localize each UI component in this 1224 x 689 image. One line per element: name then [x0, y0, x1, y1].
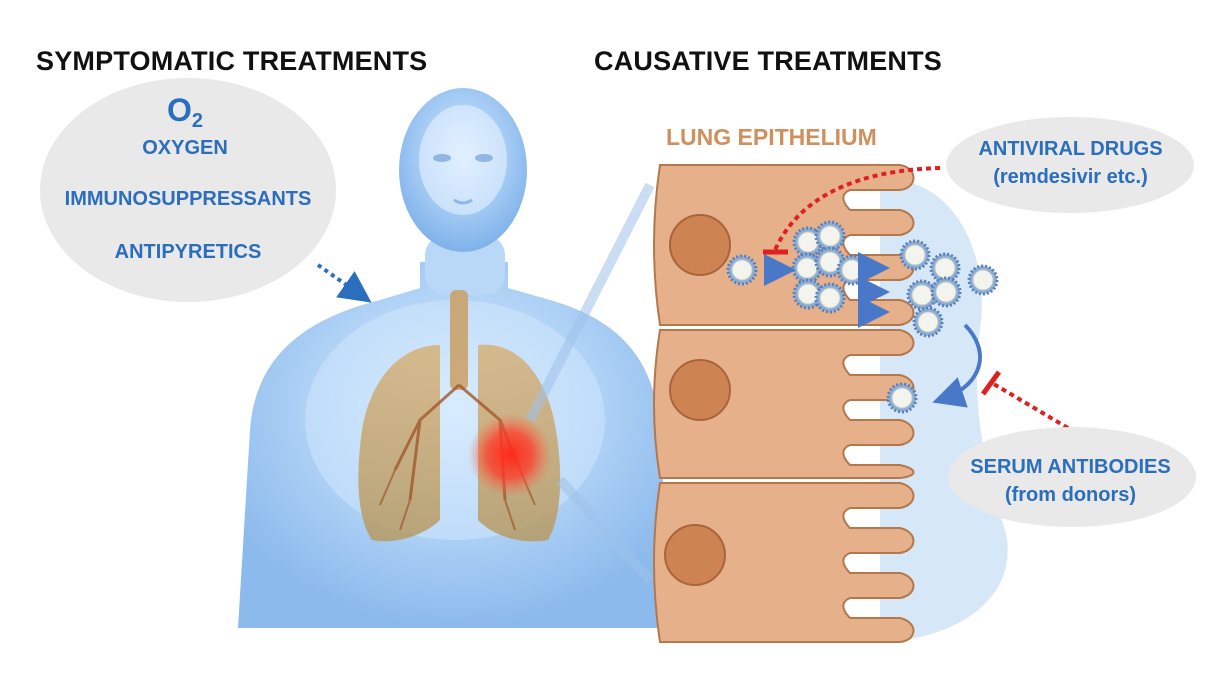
lungs — [358, 290, 561, 542]
replication-arrows — [764, 252, 982, 408]
antiviral-inhibition — [773, 166, 941, 251]
virion-released — [886, 382, 918, 414]
serum-bubble — [948, 427, 1196, 527]
virion-entering — [726, 254, 758, 286]
oxygen-label: OXYGEN — [142, 137, 228, 159]
epithelial-cell-3 — [653, 482, 915, 643]
symptomatic-arrow — [316, 263, 372, 303]
antiviral-drugs-label: ANTIVIRAL DRUGS — [978, 138, 1163, 160]
antiviral-bubble — [946, 117, 1194, 213]
lung-epithelium-label: LUNG EPITHELIUM — [666, 124, 877, 150]
serum-antibodies-label: SERUM ANTIBODIES — [970, 456, 1171, 478]
antipyretics-label: ANTIPYRETICS — [114, 241, 262, 263]
epithelial-cell-1 — [653, 164, 915, 326]
causative-title: CAUSATIVE TREATMENTS — [594, 46, 942, 76]
inflammation-spot — [468, 413, 552, 497]
antiviral-drugs-example: (remdesivir etc.) — [993, 166, 1148, 188]
epithelial-cell-2 — [653, 329, 915, 479]
o2-symbol: O2 — [166, 92, 203, 132]
symptomatic-title: SYMPTOMATIC TREATMENTS — [36, 46, 428, 76]
zoom-projection — [525, 182, 655, 584]
immunosuppressants-label: IMMUNOSUPPRESSANTS — [64, 188, 312, 210]
symptomatic-bubble — [40, 78, 336, 302]
antibody-inhibition — [990, 381, 1070, 430]
serum-antibodies-source: (from donors) — [1004, 484, 1137, 506]
inhibition-lines — [763, 166, 1070, 430]
